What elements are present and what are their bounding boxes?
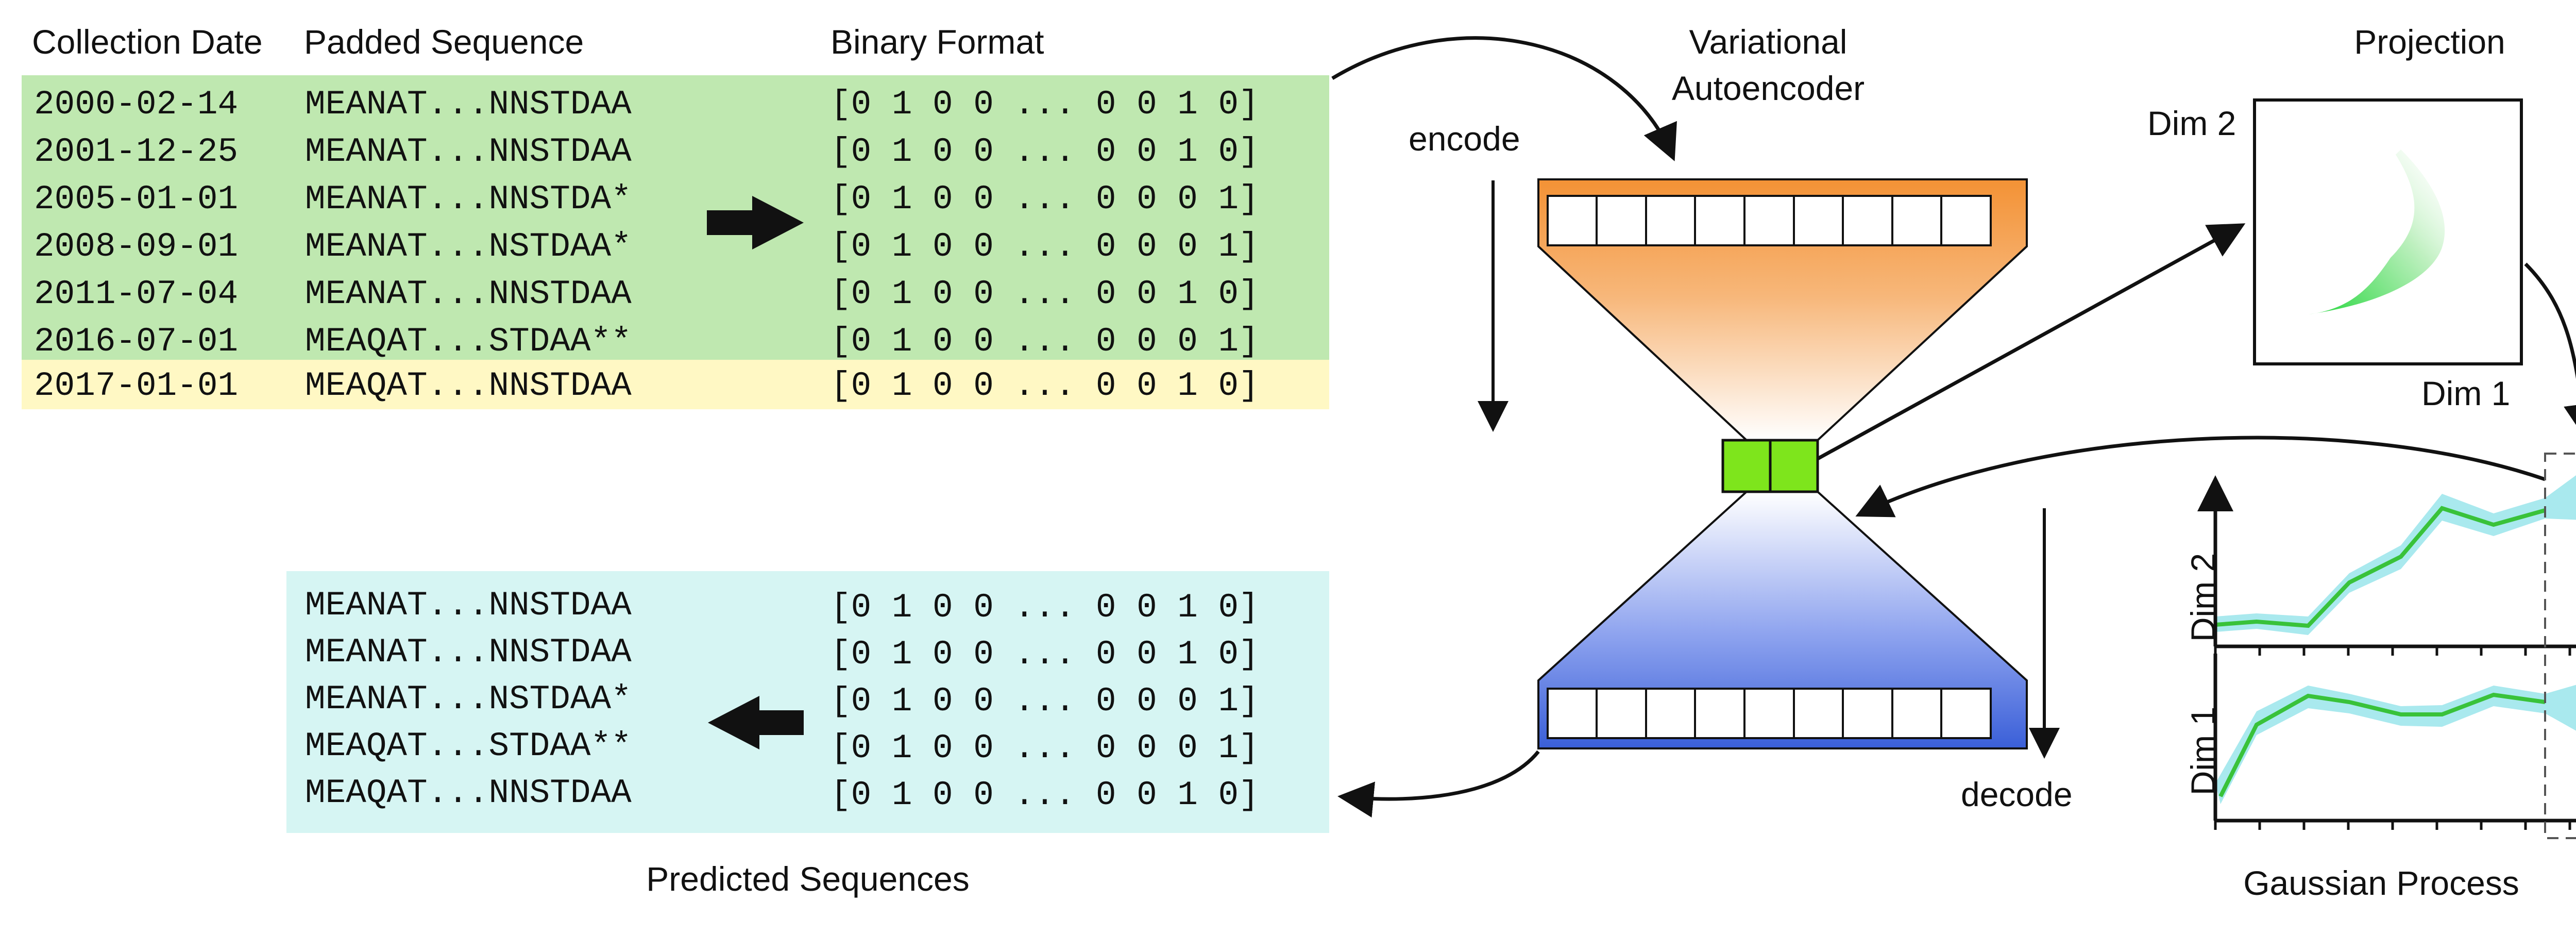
table-row: 2005-01-01 MEANAT...NNSTDA* [0 1 0 0 ...…	[22, 173, 1329, 221]
predicted-sequence-cell: MEAQAT...STDAA**	[305, 727, 632, 765]
predicted-binary-cell: [0 1 0 0 ... 0 0 0 1]	[831, 729, 1259, 768]
binary-cell: [0 1 0 0 ... 0 0 1 0]	[831, 132, 1259, 171]
latent-trajectory	[2308, 149, 2445, 314]
projection-to-gp-arrow	[2524, 262, 2576, 440]
table-row: 2001-12-25 MEANAT...NNSTDAA [0 1 0 0 ...…	[22, 126, 1329, 173]
predicted-row: MEAQAT...NNSTDAA [0 1 0 0 ... 0 0 1 0]	[286, 773, 1329, 820]
decoder-output-cells	[1547, 688, 1992, 739]
forecast-window	[2544, 453, 2576, 839]
binary-cell: [0 1 0 0 ... 0 0 1 0]	[831, 275, 1259, 313]
table-row: 2016-07-01 MEAQAT...STDAA** [0 1 0 0 ...…	[22, 315, 1329, 363]
vae-title-line1: Variational	[1689, 23, 1848, 61]
binary-cell: [0 1 0 0 ... 0 0 1 0]	[831, 366, 1259, 405]
right-block-arrow	[707, 196, 804, 249]
table-row: 2008-09-01 MEANAT...NSTDAA* [0 1 0 0 ...…	[22, 221, 1329, 268]
input-table: 2000-02-14 MEANAT...NNSTDAA [0 1 0 0 ...…	[22, 78, 1329, 403]
encoder-input-cells	[1547, 195, 1992, 246]
latent-to-projection-arrow	[1817, 223, 2246, 461]
predicted-row: MEANAT...NNSTDAA [0 1 0 0 ... 0 0 1 0]	[286, 632, 1329, 679]
encode-label: encode	[1409, 120, 1520, 158]
sequence-cell: MEANAT...NSTDAA*	[305, 227, 632, 266]
predicted-row: MEANAT...NNSTDAA [0 1 0 0 ... 0 0 1 0]	[286, 586, 1329, 632]
vae-title-line2: Autoencoder	[1671, 69, 1865, 107]
predicted-row: MEANAT...NSTDAA* [0 1 0 0 ... 0 0 0 1]	[286, 679, 1329, 726]
projection-box	[2253, 98, 2523, 365]
binary-cell: [0 1 0 0 ... 0 0 0 1]	[831, 322, 1259, 361]
padded-sequence-header: Padded Sequence	[304, 23, 584, 61]
date-cell: 2011-07-04	[34, 275, 239, 313]
test-row: 2017-01-01 MEAQAT...NNSTDAA [0 1 0 0 ...…	[22, 360, 1329, 407]
gp-dim1-uncertainty-band	[2215, 685, 2576, 804]
binary-cell: [0 1 0 0 ... 0 0 1 0]	[831, 85, 1259, 124]
collection-date-header: Collection Date	[32, 23, 263, 61]
binary-format-header: Binary Format	[831, 23, 1044, 61]
projection-title: Projection	[2354, 23, 2505, 61]
predicted-sequence-cell: MEANAT...NNSTDAA	[305, 586, 632, 625]
training-sequences-panel	[22, 75, 1329, 360]
date-cell: 2008-09-01	[34, 227, 239, 266]
gp-dim1-mean-line	[2218, 692, 2546, 797]
predicted-binary-cell: [0 1 0 0 ... 0 0 1 0]	[831, 588, 1259, 627]
table-row: 2011-07-04 MEANAT...NNSTDAA [0 1 0 0 ...…	[22, 268, 1329, 315]
predicted-binary-cell: [0 1 0 0 ... 0 0 1 0]	[831, 635, 1259, 674]
left-block-arrow	[708, 696, 804, 749]
gp-dim2-mean-line	[2215, 506, 2546, 628]
gp-plot-dim2	[2197, 475, 2576, 656]
date-cell: 2017-01-01	[34, 366, 239, 405]
sequence-cell: MEANAT...NNSTDA*	[305, 180, 632, 219]
gp-to-latent-arrow	[1855, 436, 2546, 518]
predicted-sequence-cell: MEANAT...NSTDAA*	[305, 680, 632, 719]
predicted-binary-cell: [0 1 0 0 ... 0 0 0 1]	[831, 682, 1259, 721]
projection-dim1-label: Dim 1	[2421, 374, 2511, 412]
gaussian-process-title: Gaussian Process	[2243, 864, 2519, 902]
sequence-cell: MEANAT...NNSTDAA	[305, 132, 632, 171]
date-cell: 2001-12-25	[34, 132, 239, 171]
date-cell: 2000-02-14	[34, 85, 239, 124]
gp-plot-dim1	[2213, 654, 2576, 830]
binary-cell: [0 1 0 0 ... 0 0 0 1]	[831, 180, 1259, 219]
sequence-cell: MEANAT...NNSTDAA	[305, 275, 632, 313]
predicted-sequences-title: Predicted Sequences	[646, 860, 970, 898]
date-cell: 2005-01-01	[34, 180, 239, 219]
predicted-binary-cell: [0 1 0 0 ... 0 0 1 0]	[831, 776, 1259, 814]
predicted-sequence-cell: MEAQAT...NNSTDAA	[305, 774, 632, 812]
predicted-sequences-panel	[286, 571, 1329, 833]
table-row: 2000-02-14 MEANAT...NNSTDAA [0 1 0 0 ...…	[22, 78, 1329, 126]
decoder-to-predicted-arrow	[1337, 750, 1540, 818]
gp-dim2-axis-label: Dim 2	[2184, 553, 2223, 642]
sequence-cell: MEANAT...NNSTDAA	[305, 85, 632, 124]
gp-dim1-axis-label: Dim 1	[2184, 706, 2223, 796]
sequence-cell: MEAQAT...STDAA**	[305, 322, 632, 361]
sequence-cell: MEAQAT...NNSTDAA	[305, 366, 632, 405]
predicted-sequence-cell: MEANAT...NNSTDAA	[305, 633, 632, 672]
gp-dim2-uncertainty-band	[2215, 475, 2576, 635]
date-cell: 2016-07-01	[34, 322, 239, 361]
input-to-encoder-arrow	[1331, 36, 1677, 161]
predicted-table: MEANAT...NNSTDAA [0 1 0 0 ... 0 0 1 0] M…	[286, 586, 1329, 823]
projection-dim2-label: Dim 2	[2147, 104, 2236, 142]
test-sequence-panel	[22, 360, 1329, 409]
predicted-row: MEAQAT...STDAA** [0 1 0 0 ... 0 0 0 1]	[286, 726, 1329, 773]
decode-label: decode	[1961, 775, 2073, 813]
binary-cell: [0 1 0 0 ... 0 0 0 1]	[831, 227, 1259, 266]
